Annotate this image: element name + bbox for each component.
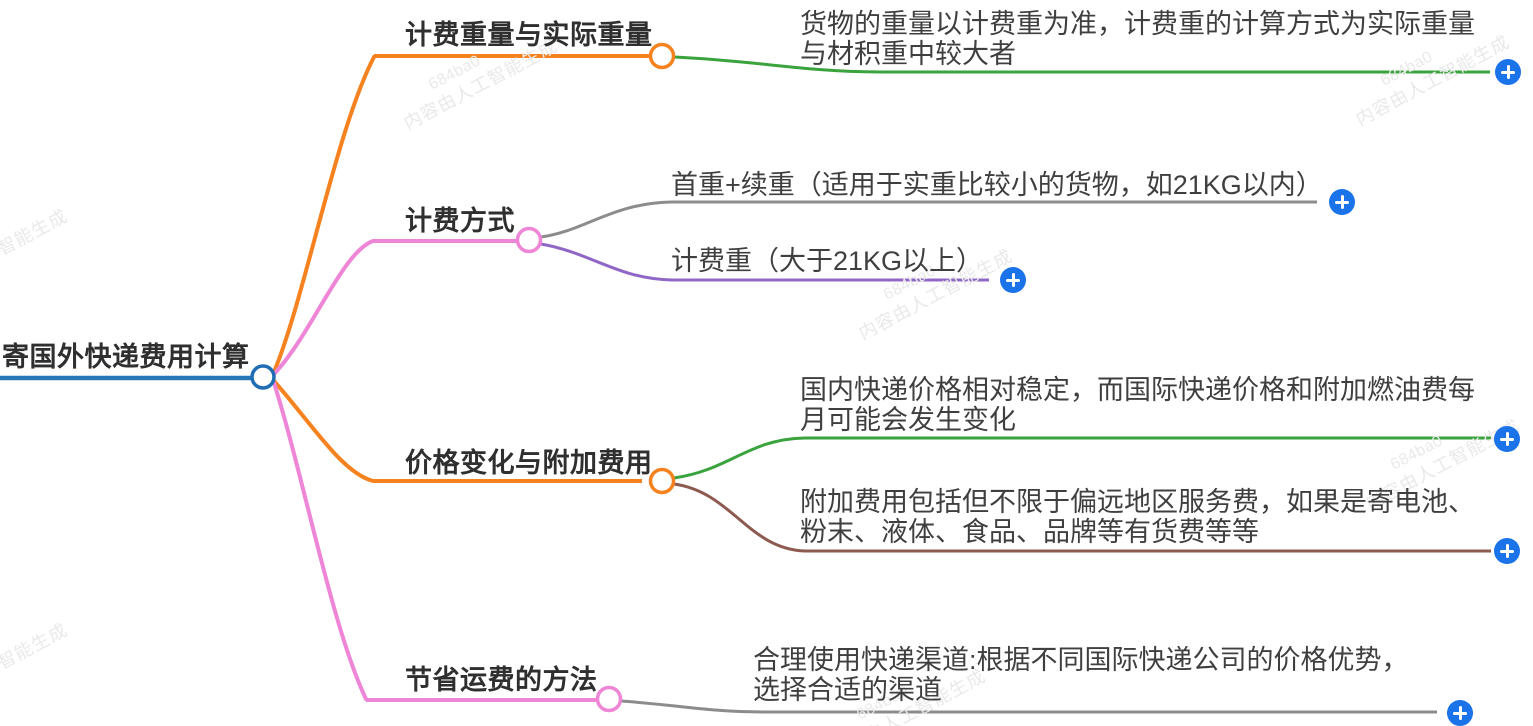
link-root-to-branch-3 [272, 379, 375, 483]
leaf-text-line: 与材积重中较大者 [800, 39, 1016, 69]
link-root-to-branch-2 [272, 239, 375, 376]
plus-icon [1494, 426, 1520, 452]
leaf-text-line: 计费重（大于21KG以上） [671, 246, 984, 276]
link-branch-2-child-2 [540, 242, 989, 282]
link-root-to-branch-4 [272, 381, 368, 701]
leaf-text-line: 粉末、液体、食品、品牌等有货费等等 [800, 517, 1259, 547]
leaf-node-chargeable-weight-rule[interactable]: 货物的重量以计费重为准，计费重的计算方式为实际重量 与材积重中较大者 [800, 9, 1475, 69]
add-child-button[interactable] [1494, 426, 1520, 452]
branch-1-collapse-handle[interactable] [648, 42, 676, 70]
root-collapse-handle[interactable] [250, 364, 276, 390]
add-child-button[interactable] [1329, 189, 1355, 215]
add-child-button[interactable] [1000, 267, 1026, 293]
leaf-node-chargeable-weight-over-21kg[interactable]: 计费重（大于21KG以上） [671, 246, 983, 276]
plus-icon [1494, 538, 1520, 564]
leaf-node-surcharge-details[interactable]: 附加费用包括但不限于偏远地区服务费，如果是寄电池、 粉末、液体、食品、品牌等有货… [800, 487, 1475, 547]
branch-node-price-changes-surcharges[interactable]: 价格变化与附加费用 [405, 448, 653, 478]
leaf-text-line: 国内快递价格相对稳定，而国际快递价格和附加燃油费每 [800, 375, 1475, 405]
link-branch-3-child-2 [673, 482, 1491, 553]
leaf-text-line: 选择合适的渠道 [753, 675, 942, 705]
add-child-button[interactable] [1494, 538, 1520, 564]
leaf-text-line: 月可能会发生变化 [800, 405, 1016, 435]
root-node[interactable]: 寄国外快递费用计算 [2, 342, 250, 372]
leaf-text-line: 合理使用快递渠道:根据不同国际快递公司的价格优势， [753, 645, 1409, 675]
plus-icon [1000, 267, 1026, 293]
branch-node-chargeable-vs-actual-weight[interactable]: 计费重量与实际重量 [405, 20, 653, 50]
link-branch-3-child-1 [673, 436, 1491, 480]
branch-node-saving-freight-methods[interactable]: 节省运费的方法 [405, 665, 598, 695]
leaf-text-line: 附加费用包括但不限于偏远地区服务费，如果是寄电池、 [800, 487, 1475, 517]
plus-icon [1447, 700, 1473, 726]
add-child-button[interactable] [1495, 59, 1521, 85]
link-branch-2-child-1 [540, 200, 1317, 239]
plus-icon [1329, 189, 1355, 215]
branch-node-billing-method[interactable]: 计费方式 [405, 206, 515, 236]
leaf-text-line: 首重+续重（适用于实重比较小的货物，如21KG以内） [671, 170, 1323, 200]
branch-3-collapse-handle[interactable] [648, 467, 676, 495]
leaf-text-line: 货物的重量以计费重为准，计费重的计算方式为实际重量 [800, 9, 1475, 39]
branch-2-collapse-handle[interactable] [515, 226, 543, 254]
leaf-node-choose-proper-channel[interactable]: 合理使用快递渠道:根据不同国际快递公司的价格优势， 选择合适的渠道 [753, 645, 1409, 705]
leaf-node-price-stability[interactable]: 国内快递价格相对稳定，而国际快递价格和附加燃油费每 月可能会发生变化 [800, 375, 1475, 435]
link-branch-1-child-1 [673, 55, 1490, 74]
link-branch-4-child-1 [620, 699, 1437, 714]
plus-icon [1495, 59, 1521, 85]
link-root-to-branch-1 [272, 55, 376, 374]
leaf-node-first-plus-additional-weight[interactable]: 首重+续重（适用于实重比较小的货物，如21KG以内） [671, 170, 1323, 200]
add-child-button[interactable] [1447, 700, 1473, 726]
branch-4-collapse-handle[interactable] [595, 685, 623, 713]
